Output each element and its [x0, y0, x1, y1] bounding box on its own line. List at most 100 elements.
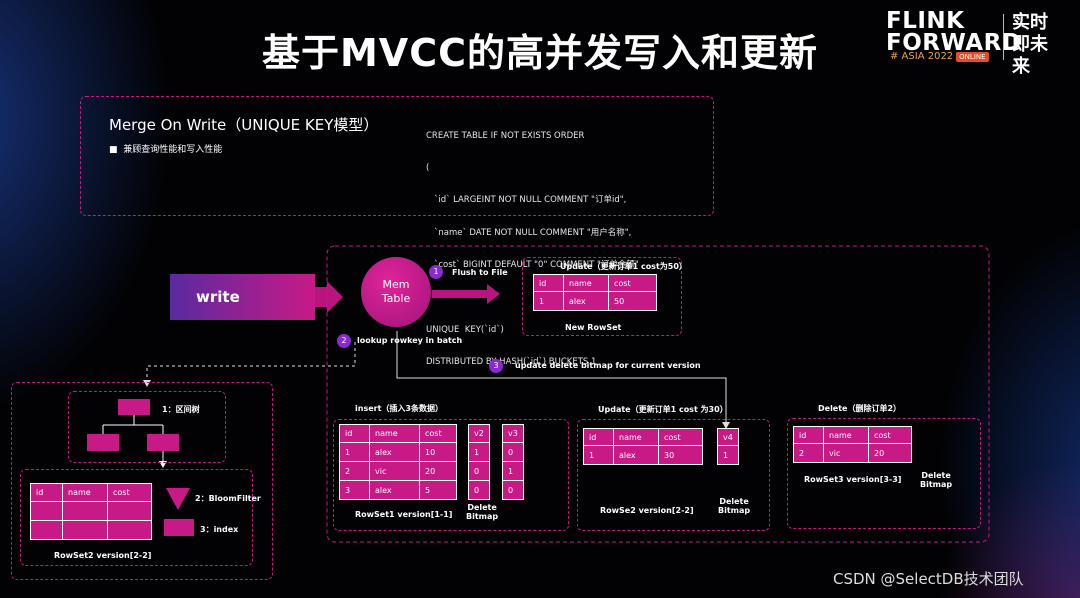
table-row: 1: [468, 442, 490, 462]
sql-line: `name` DATE NOT NULL COMMENT "用户名称",: [426, 227, 632, 238]
header-cell: cost: [658, 428, 703, 446]
header-cell: name: [369, 424, 420, 443]
bitmap-cell: 0: [502, 442, 524, 462]
header-cell: name: [62, 483, 108, 502]
rowset2-box: [20, 469, 253, 566]
table-header-row: v3: [502, 424, 524, 443]
new-rowset-box: [522, 257, 682, 336]
table-cell: 10: [419, 442, 457, 462]
delete-rowset-box: [787, 418, 981, 529]
table-row: 0: [502, 442, 524, 462]
header-cell: id: [793, 426, 824, 444]
bitmap-v2: v2 1 0 0: [468, 424, 490, 500]
table-cell: [30, 520, 63, 540]
table-cell: [62, 501, 108, 521]
delete-title: Delete（删除订单2）: [818, 404, 902, 413]
table-cell: 3: [339, 480, 370, 500]
delete-bitmap-label: Delete Bitmap: [920, 471, 952, 489]
step1-label: Flush to File: [452, 268, 508, 277]
bitmap-label-line: Delete: [719, 497, 749, 506]
model-box: [80, 96, 714, 216]
bitmap-cell: 0: [502, 480, 524, 500]
header-cell: id: [533, 274, 564, 292]
rowset2-caption: RowSet2 version[2-2]: [54, 551, 152, 560]
table-cell: 2: [339, 461, 370, 481]
flush-arrow: [432, 284, 500, 304]
table-cell: alex: [563, 291, 609, 311]
index-rect: [164, 519, 194, 536]
bloomfilter-triangle: [166, 488, 190, 510]
memtable-circle: Mem Table: [361, 257, 431, 327]
table-cell: 20: [868, 443, 912, 463]
insert-title: insert（插入3条数据）: [355, 404, 443, 413]
step2-badge: 2: [337, 334, 351, 348]
rowset2-table: id name cost: [30, 483, 152, 540]
table-cell: vic: [823, 443, 869, 463]
table-cell: alex: [613, 445, 659, 465]
table-row: [30, 501, 152, 521]
step2-label: lookup rowkey in batch: [357, 336, 463, 345]
table-header-row: id name cost: [583, 428, 703, 446]
new-rowset-table: id name cost 1 alex 50: [533, 274, 657, 311]
table-header-row: v4: [717, 428, 739, 446]
write-block: write: [170, 274, 315, 320]
index-label: 3：index: [200, 525, 239, 534]
table-row: 1 alex 50: [533, 291, 657, 311]
table-row: 1: [502, 461, 524, 481]
table-row: [30, 520, 152, 540]
logo-line2: FORWARD: [886, 30, 1022, 56]
table-cell: [30, 501, 63, 521]
header-cell: id: [30, 483, 63, 502]
update-title: Update（更新订单1 cost 为30）: [598, 405, 728, 414]
insert-rowset-box: [333, 419, 569, 531]
table-cell: alex: [369, 480, 420, 500]
tree-left-node: [87, 434, 119, 451]
header-cell: cost: [868, 426, 912, 444]
table-cell: 2: [793, 443, 824, 463]
header-cell: name: [823, 426, 869, 444]
sql-line: `id` LARGEINT NOT NULL COMMENT "订单id",: [426, 195, 627, 206]
header-cell: name: [563, 274, 609, 292]
table-header-row: id name cost: [339, 424, 457, 443]
table-cell: 1: [583, 445, 614, 465]
table-row: 0: [468, 480, 490, 500]
table-header-row: id name cost: [793, 426, 912, 444]
header-cell: id: [583, 428, 614, 446]
sql-line: `cost` BIGINT DEFAULT "0" COMMENT "订单金额": [426, 260, 639, 271]
lookup-line: [146, 342, 356, 382]
table-cell: vic: [369, 461, 420, 481]
table-header-row: v2: [468, 424, 490, 443]
bitmap-v4: v4 1: [717, 428, 739, 465]
interval-tree-box: [68, 391, 226, 463]
lookup-arrowhead: [143, 380, 151, 387]
table-row: 1: [717, 445, 739, 465]
flink-forward-logo: FLINK FORWARD: [886, 8, 1022, 56]
new-rowset-title: Update（更新订单1 cost为50）: [560, 262, 687, 271]
sql-line: UNIQUE KEY(`id`): [426, 324, 504, 335]
page-title: 基于MVCC的高并发写入和更新: [261, 31, 818, 75]
insert-caption: RowSet1 version[1-1]: [355, 510, 453, 519]
header-cell: cost: [419, 424, 457, 443]
bitmap-cell: v4: [717, 428, 739, 446]
sql-line: CREATE TABLE IF NOT EXISTS ORDER: [426, 130, 585, 141]
interval-tree-label: 1：区间树: [162, 405, 200, 414]
update-caption: RowSe2 version[2-2]: [600, 506, 694, 515]
table-cell: [62, 520, 108, 540]
delete-caption: RowSet3 version[3-3]: [804, 475, 902, 484]
header-cell: cost: [608, 274, 657, 292]
table-row: 0: [502, 480, 524, 500]
bitmap-label-line: Bitmap: [920, 480, 953, 489]
logo-divider: [1003, 14, 1004, 60]
main-dashed-box: [326, 245, 990, 543]
logo-line1: FLINK: [886, 8, 965, 34]
table-cell: [107, 501, 152, 521]
sql-line: (: [426, 162, 430, 173]
update-bitmap-label: Delete Bitmap: [718, 497, 750, 515]
memtable-line1: Mem: [382, 278, 410, 291]
